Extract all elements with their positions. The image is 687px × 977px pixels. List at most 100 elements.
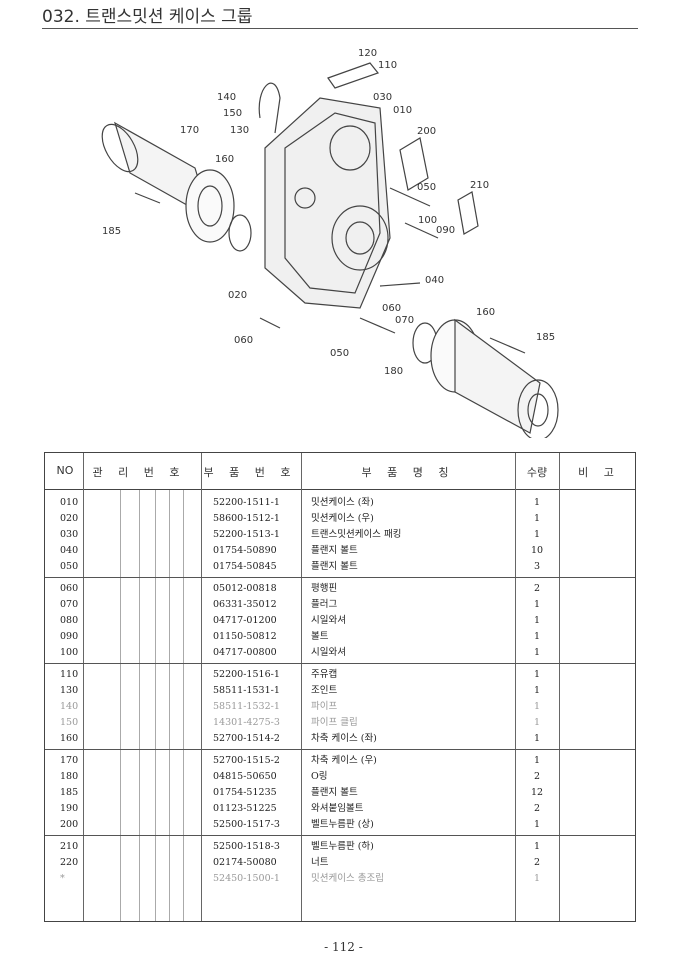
row-part-name: 밋션케이스 (우) xyxy=(311,513,374,524)
row-no: 220 xyxy=(60,857,79,868)
callout-100: 100 xyxy=(418,215,437,226)
callout-060-right: 060 xyxy=(382,303,401,314)
row-part-number: 01754-50845 xyxy=(213,561,277,572)
row-quantity: 2 xyxy=(533,857,541,868)
page-number: - 112 - xyxy=(324,940,363,954)
callout-010: 010 xyxy=(393,105,412,116)
row-no: 040 xyxy=(60,545,79,556)
callout-050-upper: 050 xyxy=(417,182,436,193)
row-part-number: 52200-1513-1 xyxy=(213,529,280,540)
row-part-name: 차축 케이스 (우) xyxy=(311,755,377,766)
callout-170: 170 xyxy=(180,125,199,136)
callout-070: 070 xyxy=(395,315,414,326)
row-no: 190 xyxy=(60,803,79,814)
row-no: 185 xyxy=(60,787,79,798)
row-part-name: 와셔붙임볼트 xyxy=(311,803,364,814)
row-part-number: 06331-35012 xyxy=(213,599,277,610)
row-no: 110 xyxy=(60,669,79,680)
header-qty: 수량 xyxy=(526,466,548,479)
exploded-parts-diagram: 120 110 140 150 130 030 010 170 200 160 … xyxy=(101,48,559,438)
table-row: 200 52500-1517-3 벨트누름판 (상) 1 xyxy=(45,817,635,833)
row-quantity: 1 xyxy=(533,841,541,852)
row-no: 210 xyxy=(60,841,79,852)
row-quantity: 1 xyxy=(533,755,541,766)
header-part: 부 품 번 호 xyxy=(203,466,297,479)
row-no: 160 xyxy=(60,733,79,744)
row-quantity: 2 xyxy=(533,803,541,814)
row-quantity: 1 xyxy=(533,669,541,680)
row-part-name: 플랜지 볼트 xyxy=(311,787,358,798)
callout-060-left: 060 xyxy=(234,335,253,346)
header-note: 비 고 xyxy=(578,466,620,479)
row-quantity: 12 xyxy=(530,787,544,798)
callout-185-left: 185 xyxy=(102,226,121,237)
table-row: 185 01754-51235 플랜지 볼트 12 xyxy=(45,785,635,801)
page-title: 032. 트랜스밋션 케이스 그룹 xyxy=(42,6,638,29)
row-part-number: 58511-1531-1 xyxy=(213,685,280,696)
row-part-name: 플랜지 볼트 xyxy=(311,545,358,556)
row-part-name: 벨트누름판 (상) xyxy=(311,819,374,830)
table-row: 220 02174-50080 너트 2 xyxy=(45,855,635,871)
row-quantity: 1 xyxy=(533,599,541,610)
row-no: 170 xyxy=(60,755,79,766)
row-part-name: 벨트누름판 (하) xyxy=(311,841,374,852)
row-no: 080 xyxy=(60,615,79,626)
callout-030: 030 xyxy=(373,92,392,103)
row-no: 090 xyxy=(60,631,79,642)
row-part-number: 01123-51225 xyxy=(213,803,277,814)
row-part-number: 52450-1500-1 xyxy=(213,873,280,884)
header-mgmt: 관 리 번 호 xyxy=(92,466,186,479)
row-no: 150 xyxy=(60,717,79,728)
row-quantity: 1 xyxy=(533,701,541,712)
row-part-number: 04717-01200 xyxy=(213,615,277,626)
row-part-name: O링 xyxy=(311,771,328,782)
callout-180: 180 xyxy=(384,366,403,377)
row-part-number: 01754-50890 xyxy=(213,545,277,556)
callout-160-right: 160 xyxy=(476,307,495,318)
row-part-number: 58600-1512-1 xyxy=(213,513,280,524)
table-row: 190 01123-51225 와셔붙임볼트 2 xyxy=(45,801,635,817)
callout-160-left: 160 xyxy=(215,154,234,165)
row-no: 130 xyxy=(60,685,79,696)
callout-120: 120 xyxy=(358,48,377,59)
row-no: 020 xyxy=(60,513,79,524)
row-quantity: 1 xyxy=(533,615,541,626)
row-part-name: 너트 xyxy=(311,857,329,868)
row-part-number: 02174-50080 xyxy=(213,857,277,868)
callout-130: 130 xyxy=(230,125,249,136)
row-quantity: 1 xyxy=(533,497,541,508)
row-quantity: 1 xyxy=(533,733,541,744)
callout-110: 110 xyxy=(378,60,397,71)
row-part-name: 밋션케이스 (좌) xyxy=(311,497,374,508)
row-quantity: 1 xyxy=(533,819,541,830)
table-header: NO 관 리 번 호 부 품 번 호 부 품 명 칭 수량 비 고 xyxy=(45,453,635,490)
row-part-name: 주유캡 xyxy=(311,669,338,680)
row-no: 140 xyxy=(60,701,79,712)
row-no: 050 xyxy=(60,561,79,572)
row-part-number: 58511-1532-1 xyxy=(213,701,280,712)
callout-210: 210 xyxy=(470,180,489,191)
row-no: 100 xyxy=(60,647,79,658)
row-no: 200 xyxy=(60,819,79,830)
row-part-number: 52500-1517-3 xyxy=(213,819,280,830)
row-part-number: 52200-1511-1 xyxy=(213,497,280,508)
row-part-name: 차축 케이스 (좌) xyxy=(311,733,377,744)
row-part-number: 01754-51235 xyxy=(213,787,277,798)
row-part-number: 05012-00818 xyxy=(213,583,277,594)
row-no: * xyxy=(60,873,65,884)
row-no: 180 xyxy=(60,771,79,782)
